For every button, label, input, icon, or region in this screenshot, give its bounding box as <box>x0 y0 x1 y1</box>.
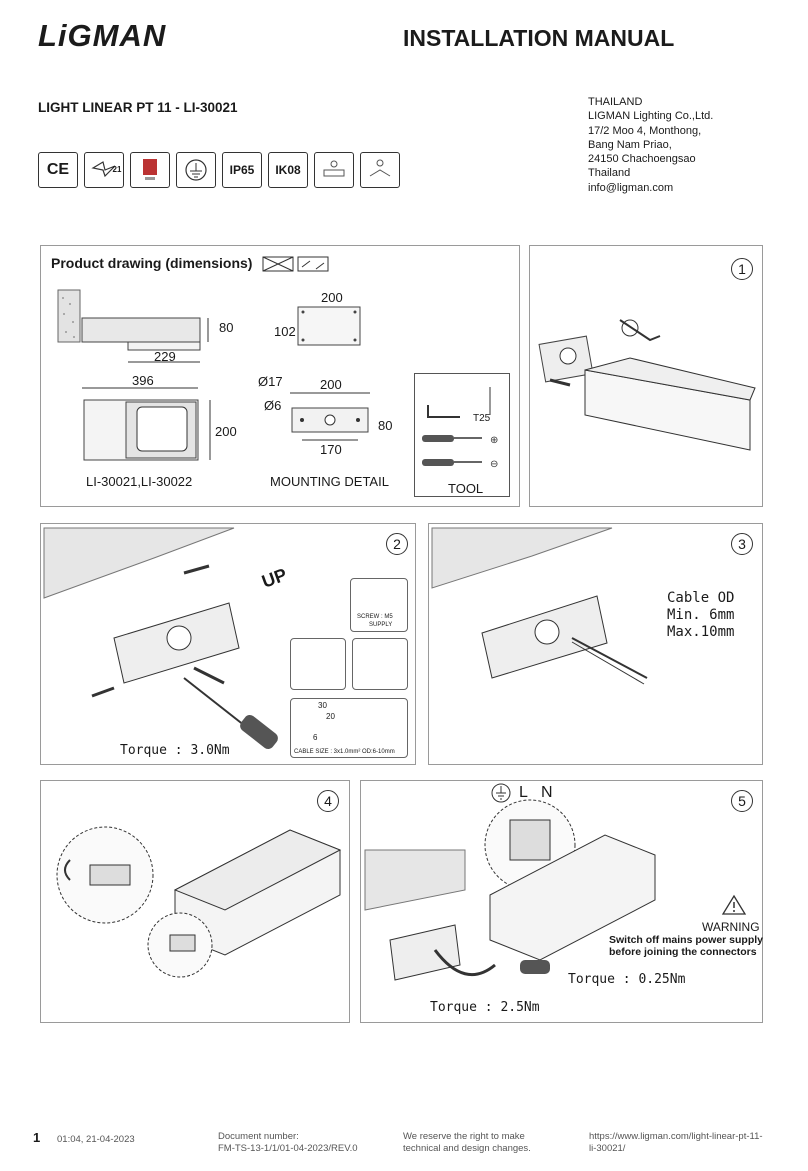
mount-d2-label: Ø6 <box>264 398 282 413</box>
front-view-drawing <box>82 387 211 461</box>
address-line: 17/2 Moo 4, Monthong, <box>588 124 702 137</box>
neutral-terminal-label: N <box>541 784 553 801</box>
connector-symbol-icon <box>360 152 400 188</box>
cable-size-label: CABLE SIZE : 3x1.0mm² OD:6-10mm <box>294 749 395 755</box>
product-title: LIGHT LINEAR PT 11 - LI-30021 <box>38 100 238 115</box>
ik-rating-label: IK08 <box>275 163 301 177</box>
address-line: Bang Nam Priao, <box>588 138 672 151</box>
svg-text:⊖: ⊖ <box>490 459 498 470</box>
screw-label: SCREW : M5 <box>357 614 393 620</box>
live-terminal-label: L <box>519 784 528 801</box>
svg-text:⊕: ⊕ <box>490 435 498 446</box>
tool-label: TOOL <box>448 481 484 496</box>
footer-doc-number: Document number: FM-TS-13-1/1/01-04-2023… <box>218 1131 358 1155</box>
strip-20-label: 20 <box>326 712 335 721</box>
no-cover-icon <box>262 256 329 272</box>
footer-reserve: We reserve the right to make technical a… <box>403 1131 531 1155</box>
step-4-illustration <box>56 826 342 978</box>
reserve-line-2: technical and design changes. <box>403 1143 531 1154</box>
top-height-label: 102 <box>274 324 296 339</box>
url-line-2[interactable]: li-30021/ <box>589 1143 626 1154</box>
address-block: THAILAND LIGMAN Lighting Co.,Ltd. 17/2 M… <box>588 95 713 195</box>
address-email: info@ligman.com <box>588 181 674 194</box>
class-marking-label: 21 <box>112 164 122 174</box>
footer-date: 01:04, 21-04-2023 <box>57 1134 135 1145</box>
mounting-detail-label: MOUNTING DETAIL <box>270 474 389 489</box>
mount-d1-label: Ø17 <box>258 374 283 389</box>
ce-mark-label: CE <box>46 161 70 178</box>
mounting-detail-drawing <box>290 392 370 441</box>
doc-number-value: FM-TS-13-1/1/01-04-2023/REV.0 <box>218 1143 358 1154</box>
mount-inner-label: 170 <box>320 442 342 457</box>
ik-rating-badge: IK08 <box>268 152 308 188</box>
top-width-label: 200 <box>321 290 343 305</box>
step-4-number: 4 <box>317 790 339 812</box>
warning-icon <box>721 894 747 915</box>
ground-terminal-icon <box>491 783 511 803</box>
correct-install-box <box>290 638 346 690</box>
step-2-illustration <box>43 527 278 749</box>
side-height-label: 80 <box>219 320 234 335</box>
side-width-label: 229 <box>154 349 176 364</box>
side-view-drawing <box>57 289 209 363</box>
address-line: LIGMAN Lighting Co.,Ltd. <box>588 110 714 123</box>
ground-symbol-icon <box>176 152 216 188</box>
page-number: 1 <box>33 1130 41 1145</box>
reserve-line-1: We reserve the right to make <box>403 1131 525 1142</box>
address-line: 24150 Chachoengsao <box>588 153 696 166</box>
brand-logo: LiGMAN <box>38 18 167 53</box>
doc-number-label: Document number: <box>218 1131 299 1142</box>
front-width-label: 396 <box>132 373 154 388</box>
cable-max-label: Max.10mm <box>667 624 735 640</box>
certification-row: CE 21 IP65 IK08 <box>38 152 400 188</box>
front-height-label: 200 <box>215 424 237 439</box>
step-1-number: 1 <box>731 258 753 280</box>
ip-rating-label: IP65 <box>229 163 255 177</box>
address-line: Thailand <box>588 167 631 180</box>
mount-height-label: 80 <box>378 418 393 433</box>
cable-strip-box <box>290 698 408 758</box>
url-line-1[interactable]: https://www.ligman.com/light-linear-pt-1… <box>589 1131 763 1142</box>
step-5-number: 5 <box>731 790 753 812</box>
fire-rating-icon <box>130 152 170 188</box>
models-label: LI-30021,LI-30022 <box>86 474 193 489</box>
warning-text-line-2: before joining the connectors <box>609 946 757 958</box>
step-5-illustration <box>364 799 656 981</box>
cable-od-label: Cable OD <box>667 590 735 606</box>
ce-mark-icon: CE <box>38 152 78 188</box>
drawing-title: Product drawing (dimensions) <box>51 255 253 271</box>
tool-drawing: ⊕ ⊖ <box>422 387 498 470</box>
tool-t25-label: T25 <box>473 413 491 424</box>
mount-width-label: 200 <box>320 377 342 392</box>
wrong-install-box <box>352 638 408 690</box>
step-3-number: 3 <box>731 533 753 555</box>
step-2-number: 2 <box>386 533 408 555</box>
wiring-symbol-icon <box>314 152 354 188</box>
cable-min-label: Min. 6mm <box>667 607 735 623</box>
footer-url[interactable]: https://www.ligman.com/light-linear-pt-1… <box>589 1131 763 1155</box>
strip-6-label: 6 <box>313 733 318 742</box>
warning-title: WARNING <box>702 920 760 934</box>
address-line: THAILAND <box>588 96 643 108</box>
strip-30-label: 30 <box>318 701 327 710</box>
step-5-torque-small-label: Torque : 0.25Nm <box>568 972 686 987</box>
screw-detail-box <box>350 578 408 632</box>
step-5-torque-large-label: Torque : 2.5Nm <box>430 1000 540 1015</box>
supply-label: SUPPLY <box>369 622 393 628</box>
step-2-torque-label: Torque : 3.0Nm <box>120 743 230 758</box>
step-1-illustration <box>538 319 756 451</box>
step-3-illustration <box>431 527 648 685</box>
warning-text-line-1: Switch off mains power supply <box>609 934 764 946</box>
ip-rating-badge: IP65 <box>222 152 262 188</box>
top-view-drawing <box>297 306 361 346</box>
class-marking-icon: 21 <box>84 152 124 188</box>
doc-title: INSTALLATION MANUAL <box>403 25 675 51</box>
